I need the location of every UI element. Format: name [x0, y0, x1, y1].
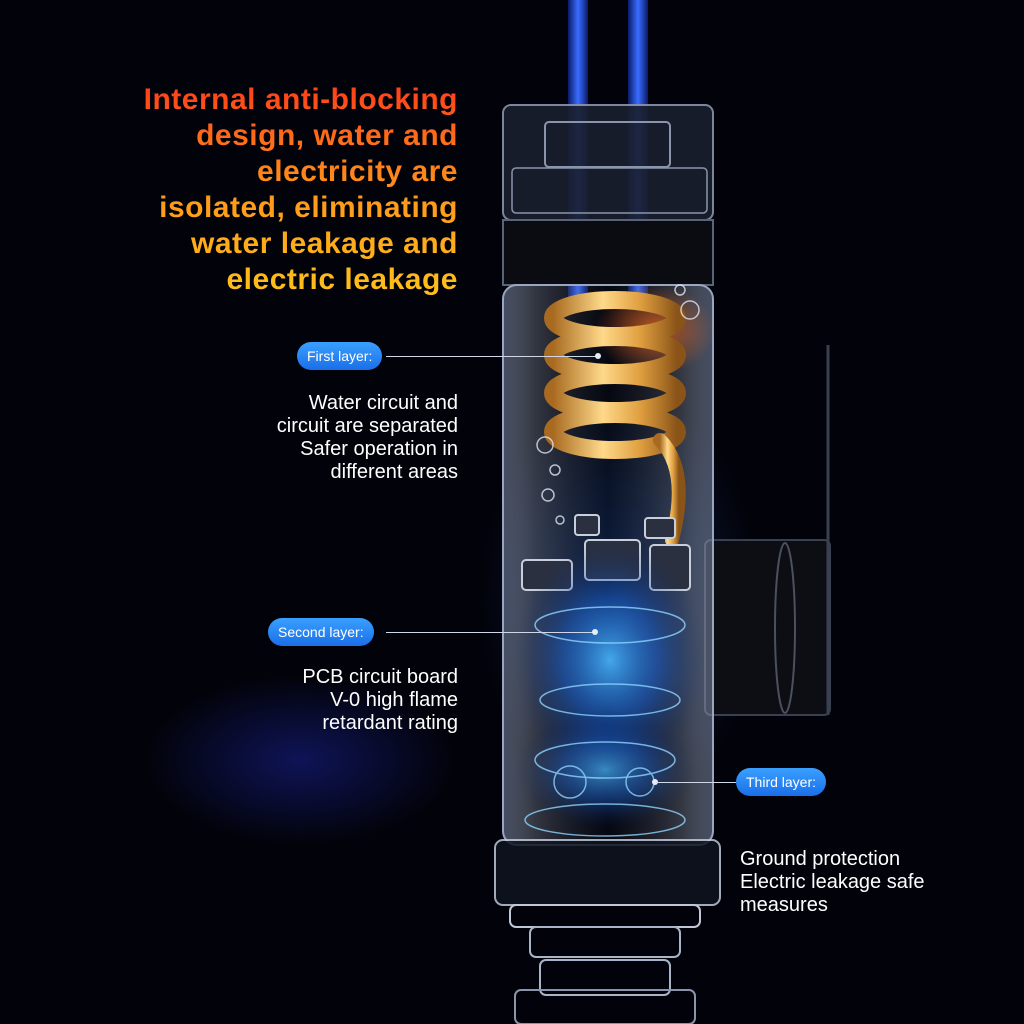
headline-line: design, water and: [196, 119, 458, 152]
second-layer-leader-line: [386, 632, 594, 633]
description-line: different areas: [330, 461, 459, 483]
headline: Internal anti-blocking design, water and…: [60, 82, 458, 298]
headline-line: electricity are: [257, 155, 458, 188]
description-line: measures: [740, 894, 828, 916]
description-line: Electric leakage safe: [740, 871, 925, 893]
third-layer-badge: Third layer:: [736, 768, 827, 796]
description-line: PCB circuit board: [302, 666, 458, 688]
first-layer-description: Water circuit and circuit are separated …: [198, 392, 458, 484]
description-line: Ground protection: [740, 848, 901, 870]
first-layer-leader-line: [386, 356, 598, 357]
headline-line: isolated, eliminating: [159, 191, 458, 224]
description-line: circuit are separated: [276, 415, 458, 437]
second-layer-badge: Second layer:: [268, 618, 374, 646]
first-layer-badge: First layer:: [297, 342, 383, 370]
third-layer-marker: [652, 779, 658, 785]
third-layer-leader-line: [656, 782, 736, 783]
description-line: retardant rating: [322, 712, 458, 734]
description-line: Safer operation in: [300, 438, 458, 460]
headline-line: Internal anti-blocking: [143, 83, 458, 116]
description-line: V-0 high flame: [330, 689, 458, 711]
first-layer-marker: [595, 353, 601, 359]
second-layer-marker: [592, 629, 598, 635]
headline-line: electric leakage: [226, 263, 458, 296]
description-line: Water circuit and: [308, 392, 458, 414]
third-layer-description: Ground protection Electric leakage safe …: [740, 848, 1000, 917]
headline-line: water leakage and: [191, 227, 458, 260]
second-layer-description: PCB circuit board V-0 high flame retarda…: [198, 666, 458, 735]
